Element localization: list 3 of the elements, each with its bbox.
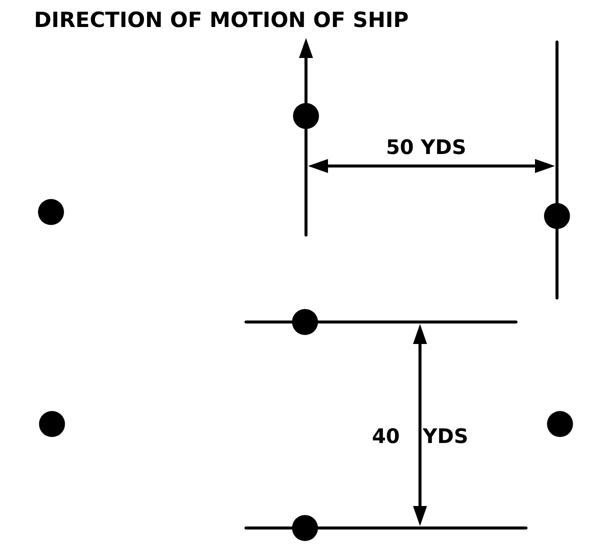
dimension-label: 40 YDS — [372, 426, 468, 446]
dimension-label: 50 YDS — [386, 137, 466, 157]
direction-label: DIRECTION OF MOTION OF SHIP — [34, 10, 409, 31]
